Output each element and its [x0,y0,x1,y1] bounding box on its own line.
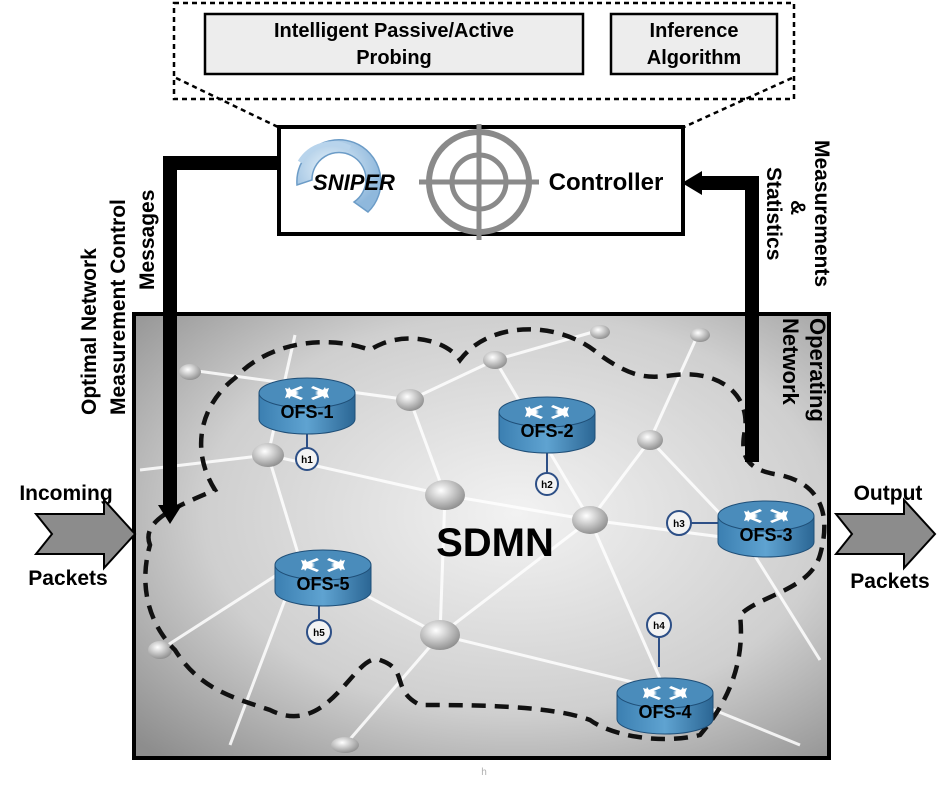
router-arrows-icon [285,386,329,400]
callout-left-line [175,76,279,129]
router-arrows-icon [525,405,569,419]
incoming-arrow-icon [33,497,137,571]
switch-top [717,500,815,532]
swirl-logo-icon [296,138,382,213]
measurements-label: Measurements & Statistics [762,140,833,287]
sdmn-title: SDMN [436,521,554,565]
measurements-arrow [682,171,759,462]
output-arrow-icon [833,497,937,571]
host-h4-label: h4 [653,621,665,632]
host-h4: h4 [646,612,672,638]
control-messages-line2: Measurement Control [107,199,130,415]
switch-label: OFS-2 [520,421,573,441]
control-messages-label: Optimal Network Measurement Control Mess… [78,190,159,415]
switch-label: OFS-4 [638,702,691,722]
output-top-label: Output [854,482,923,505]
switch-top [258,377,356,409]
host-h3: h3 [666,510,692,536]
operating-network-label: Operating Network [778,318,830,422]
inference-module: Inference Algorithm [609,12,779,76]
host-h1: h1 [295,447,319,471]
router-arrows-icon [301,558,345,572]
host-h1-label: h1 [301,455,313,466]
switch-label: OFS-1 [280,402,333,422]
control-messages-line3: Messages [136,190,159,290]
host-h2: h2 [535,472,559,496]
operating-line1: Operating [805,318,830,422]
sniper-brand-text: SNIPER [313,170,395,195]
inference-label-line2: Algorithm [647,47,741,69]
callout-right-line [683,76,793,129]
router-arrows-icon [643,686,687,700]
switch-ofs-1: OFS-1 [258,377,356,435]
switch-label: OFS-5 [296,574,349,594]
crosshair-icon [419,124,539,240]
switch-ofs-4: OFS-4 [616,677,714,735]
modules-group-box [172,1,796,101]
network-panel [134,314,829,758]
footer-mark: h [481,767,487,778]
control-messages-line1: Optimal Network [78,248,101,415]
switch-ofs-3: OFS-3 [717,500,815,558]
sniper-controller: SNIPER Controller [277,124,685,240]
probing-label-line2: Probing [356,47,432,69]
network-nodes [148,325,710,753]
measurements-line2: & [786,200,809,215]
switch-label: OFS-3 [739,525,792,545]
switch-top [616,677,714,709]
probing-module: Intelligent Passive/Active Probing [203,12,585,76]
switch-top [498,396,596,428]
host-h5: h5 [306,619,332,645]
operating-line2: Network [778,318,803,406]
switch-ofs-5: OFS-5 [274,549,372,607]
host-h5-label: h5 [313,628,325,639]
measurements-line1: Measurements [810,140,833,287]
incoming-packets: Incoming Packets [19,482,137,590]
switch-top [274,549,372,581]
host-h2-label: h2 [541,480,553,491]
incoming-top-label: Incoming [19,482,112,505]
output-packets: Output Packets [833,482,937,593]
switch-ofs-2: OFS-2 [498,396,596,454]
output-bottom-label: Packets [850,570,929,593]
inference-label-line1: Inference [650,20,739,42]
incoming-bottom-label: Packets [28,567,107,590]
host-h3-label: h3 [673,519,685,530]
probing-label-line1: Intelligent Passive/Active [274,20,514,42]
control-messages-arrow [158,156,279,524]
controller-label: Controller [549,169,664,196]
sdmn-cloud-boundary [143,327,827,742]
measurements-line3: Statistics [762,167,785,260]
router-arrows-icon [744,509,788,523]
